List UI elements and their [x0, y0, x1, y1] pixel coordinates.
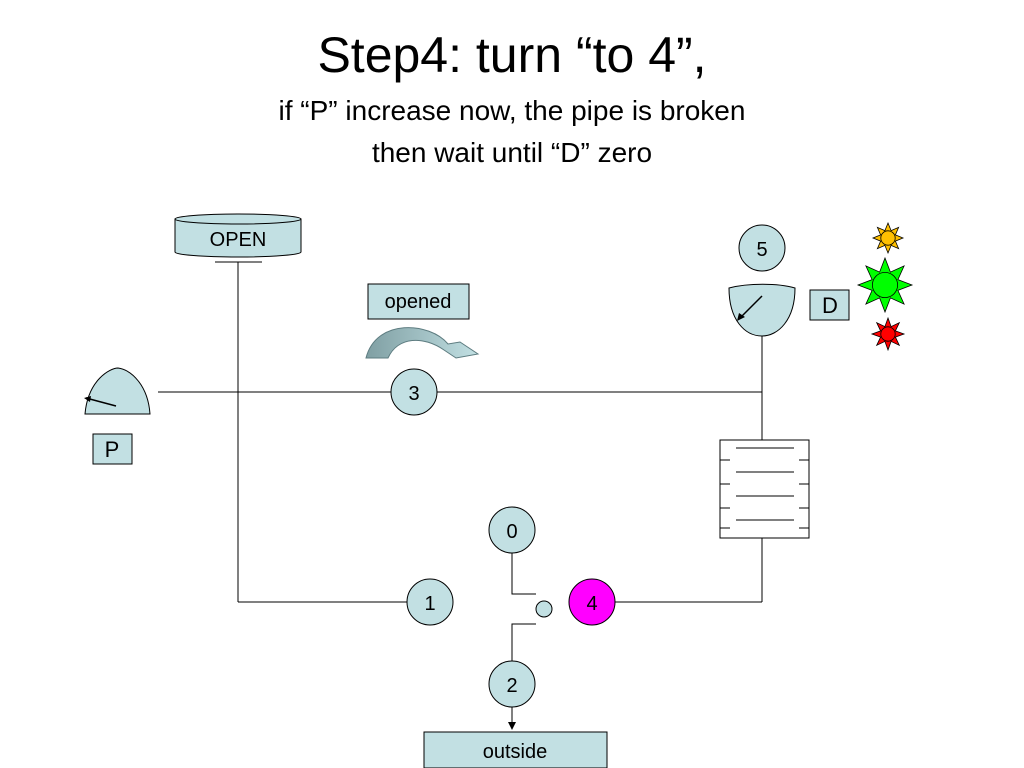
slide-subtitle-line1: if “P” increase now, the pipe is broken [278, 95, 746, 126]
node-5-label: 5 [756, 239, 767, 261]
p-label-box [92, 433, 133, 465]
red-light-icon [870, 316, 906, 352]
slide-subtitle-line2: then wait until “D” zero [371, 137, 653, 168]
node-1-label: 1 [424, 593, 435, 615]
node-5[interactable]: 5 [738, 224, 786, 272]
gauge-needle-icon [739, 295, 763, 319]
d-label-box [809, 289, 850, 321]
pressure-gauge-p [84, 367, 151, 415]
node-2-label: 2 [506, 675, 517, 697]
switch-contact-upper [511, 552, 536, 595]
p-label: P [105, 437, 120, 462]
node-1[interactable]: 1 [406, 578, 454, 626]
node-3-label: 3 [408, 383, 419, 405]
slide-title: Step4: turn “to 4”, [317, 27, 707, 83]
filter-element [719, 439, 810, 539]
yellow-light-icon [871, 221, 905, 255]
curved-arrow-icon [365, 327, 480, 359]
open-button-label: OPEN [210, 229, 267, 251]
node-4-label: 4 [586, 593, 597, 615]
switch-pivot [535, 600, 553, 618]
node-0[interactable]: 0 [488, 506, 536, 554]
node-3[interactable]: 3 [390, 368, 438, 416]
pipe-lines [158, 261, 763, 724]
open-button[interactable]: OPEN [174, 213, 302, 258]
outside-box: outside [423, 731, 608, 768]
green-light-icon [856, 256, 914, 314]
d-label: D [822, 293, 838, 318]
node-4-active[interactable]: 4 [568, 578, 616, 626]
gauge-d [728, 283, 796, 337]
switch-contact-lower [511, 623, 536, 662]
node-0-label: 0 [506, 521, 517, 543]
arrow-down-icon [508, 722, 516, 730]
opened-label-box [367, 283, 470, 320]
node-2[interactable]: 2 [488, 660, 536, 708]
outside-label: outside [483, 741, 548, 763]
gauge-needle-icon [85, 397, 117, 407]
opened-label: opened [385, 291, 452, 313]
